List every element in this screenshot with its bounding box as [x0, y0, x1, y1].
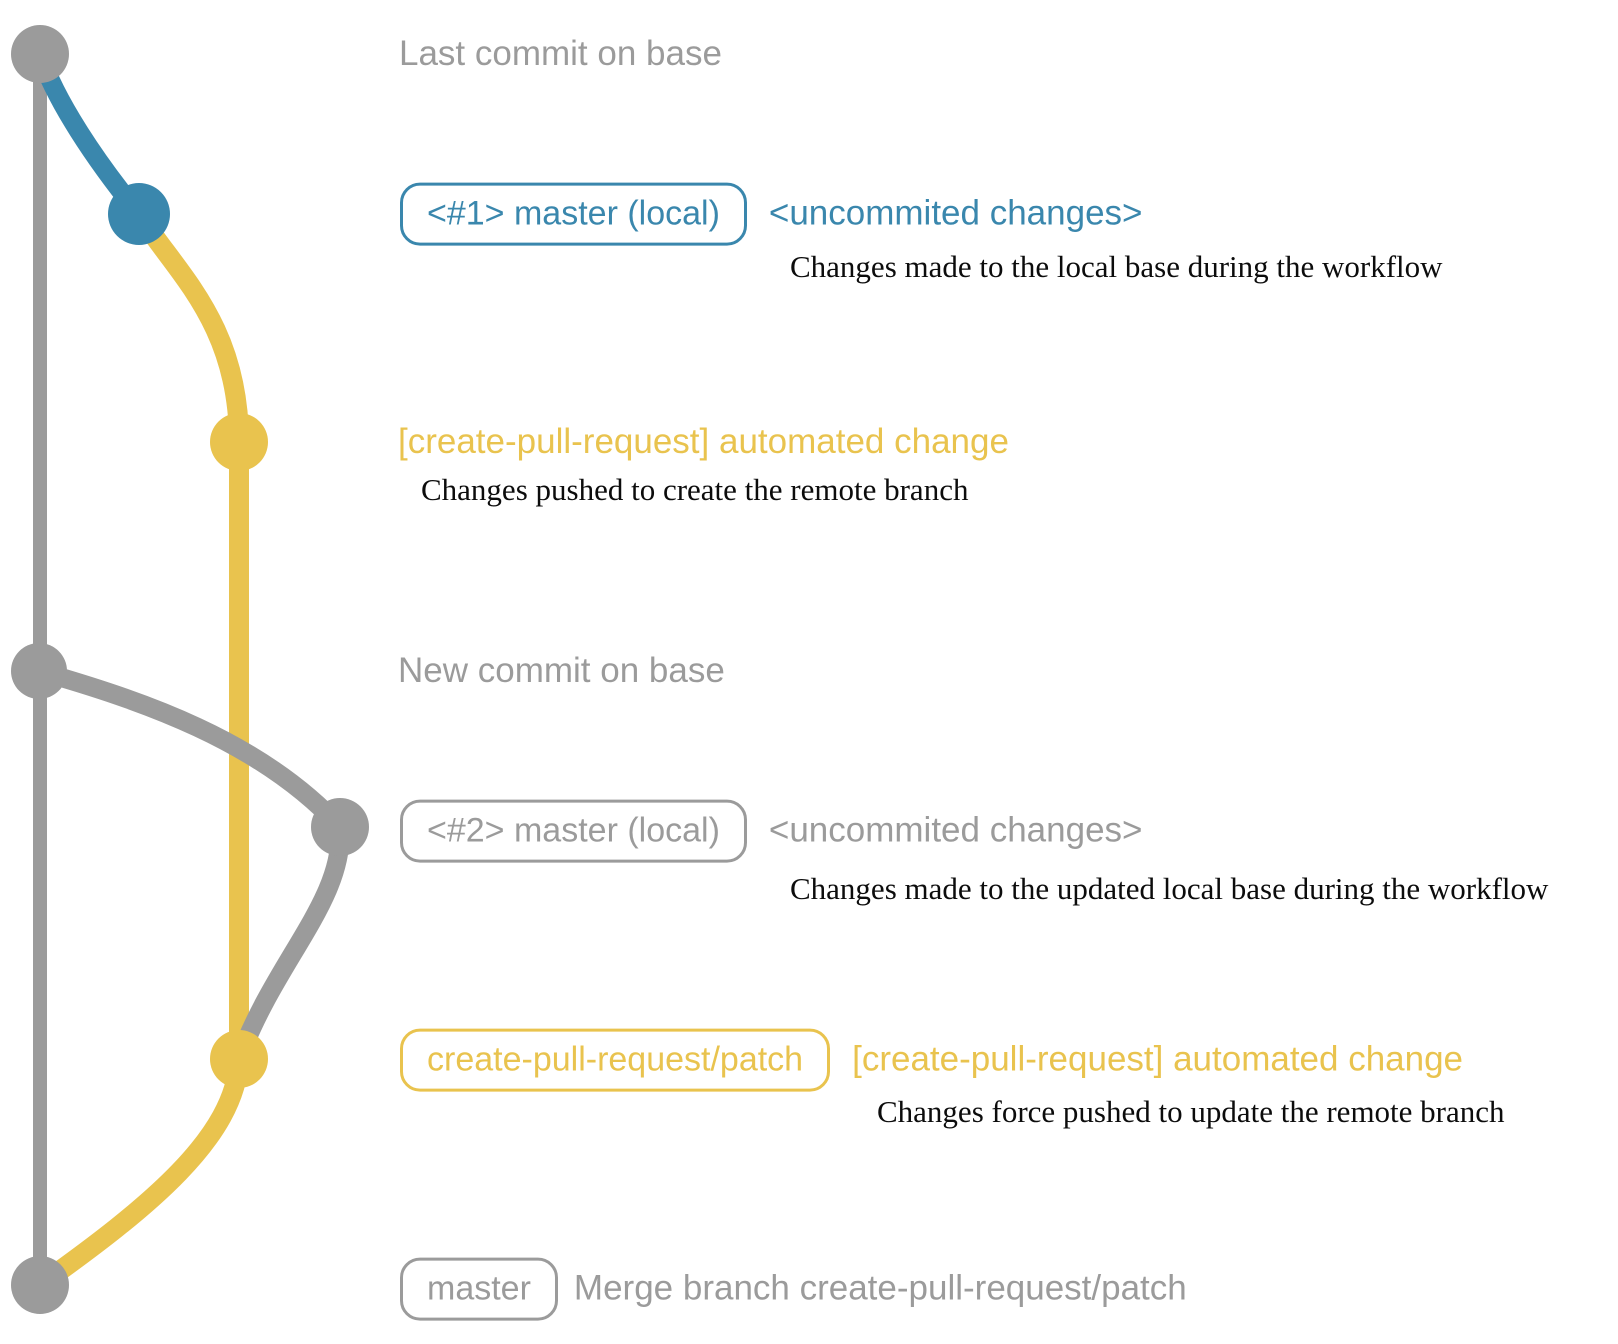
commit-patch-2 [210, 1030, 268, 1088]
row-patch-branch: create-pull-request/patch [create-pull-r… [400, 1028, 1464, 1092]
caption-local-1: Changes made to the local base during th… [790, 249, 1443, 284]
automated-change-label-1: [create-pull-request] automated change [398, 422, 1009, 461]
note-last-commit-label: Last commit on base [399, 34, 722, 73]
row-local-master-2: <#2> master (local) <uncommited changes> [400, 799, 1143, 863]
edge-rebase-out [29, 661, 350, 837]
commit-patch-1 [210, 413, 268, 471]
caption-force-push: Changes force pushed to update the remot… [877, 1094, 1505, 1129]
edge-rebase-in [229, 817, 350, 1069]
branch-badge-patch: create-pull-request/patch [400, 1028, 831, 1092]
note-new-commit-label: New commit on base [398, 651, 725, 690]
commit-local-1 [108, 183, 170, 245]
commit-last-base [11, 25, 69, 83]
automated-change-label-2: [create-pull-request] automated change [852, 1039, 1464, 1079]
row-master-merge: master Merge branch create-pull-request/… [400, 1257, 1187, 1321]
uncommited-changes-label-1: <uncommited changes> [768, 193, 1143, 233]
note-last-commit-on-base: Last commit on base [399, 34, 722, 74]
branch-badge-master: master [400, 1257, 558, 1321]
commit-local-2 [311, 798, 369, 856]
row-automated-change-1: [create-pull-request] automated change [398, 422, 1009, 462]
commit-merge [11, 1256, 69, 1314]
edge-patch-branch [30, 204, 249, 1295]
uncommited-changes-label-2: <uncommited changes> [768, 810, 1143, 850]
branch-badge-master-local-2: <#2> master (local) [400, 799, 747, 863]
branch-badge-master-local-1: <#1> master (local) [400, 182, 747, 246]
caption-local-2: Changes made to the updated local base d… [790, 871, 1549, 906]
note-new-commit-on-base: New commit on base [398, 651, 725, 691]
caption-push-create: Changes pushed to create the remote bran… [421, 472, 969, 507]
row-local-master-1: <#1> master (local) <uncommited changes> [400, 182, 1143, 246]
merge-commit-message: Merge branch create-pull-request/patch [573, 1268, 1187, 1308]
commit-new-base [11, 643, 67, 699]
